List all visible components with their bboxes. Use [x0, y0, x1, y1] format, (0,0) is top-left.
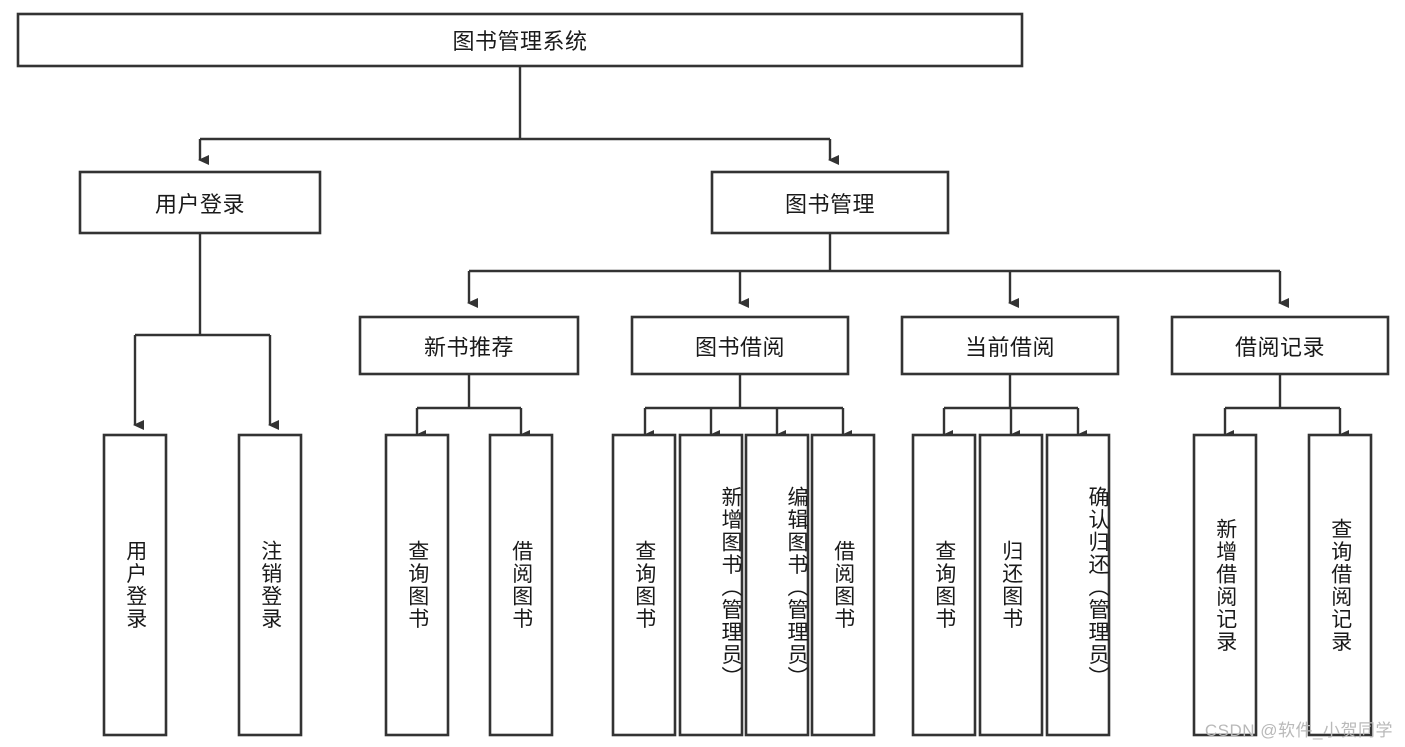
- node-leaf-book-borrow-4[interactable]: [810, 433, 876, 737]
- node-leaf-book-borrow-1[interactable]: [611, 433, 677, 737]
- node-leaf-book-borrow-2[interactable]: [678, 433, 744, 737]
- node-book-management[interactable]: [710, 170, 950, 235]
- node-leaf-user-login-1[interactable]: [102, 433, 168, 737]
- node-leaf-book-borrow-3[interactable]: [744, 433, 810, 737]
- node-book-borrow[interactable]: [630, 315, 850, 376]
- node-box-layer: [16, 12, 1390, 737]
- node-leaf-current-borrow-1[interactable]: [911, 433, 977, 737]
- node-leaf-current-borrow-2[interactable]: [978, 433, 1044, 737]
- connector-layer: [133, 66, 1349, 440]
- node-user-login[interactable]: [78, 170, 322, 235]
- node-leaf-current-borrow-3[interactable]: [1045, 433, 1111, 737]
- node-current-borrow[interactable]: [900, 315, 1120, 376]
- node-leaf-borrow-record-1[interactable]: [1192, 433, 1258, 737]
- node-new-book-recommend[interactable]: [358, 315, 580, 376]
- node-leaf-borrow-record-2[interactable]: [1307, 433, 1373, 737]
- node-leaf-new-book-2[interactable]: [488, 433, 554, 737]
- node-borrow-record[interactable]: [1170, 315, 1390, 376]
- node-root[interactable]: [16, 12, 1024, 68]
- node-leaf-new-book-1[interactable]: [384, 433, 450, 737]
- node-leaf-user-login-2[interactable]: [237, 433, 303, 737]
- watermark-text: CSDN @软件_小贺同学: [1204, 721, 1393, 740]
